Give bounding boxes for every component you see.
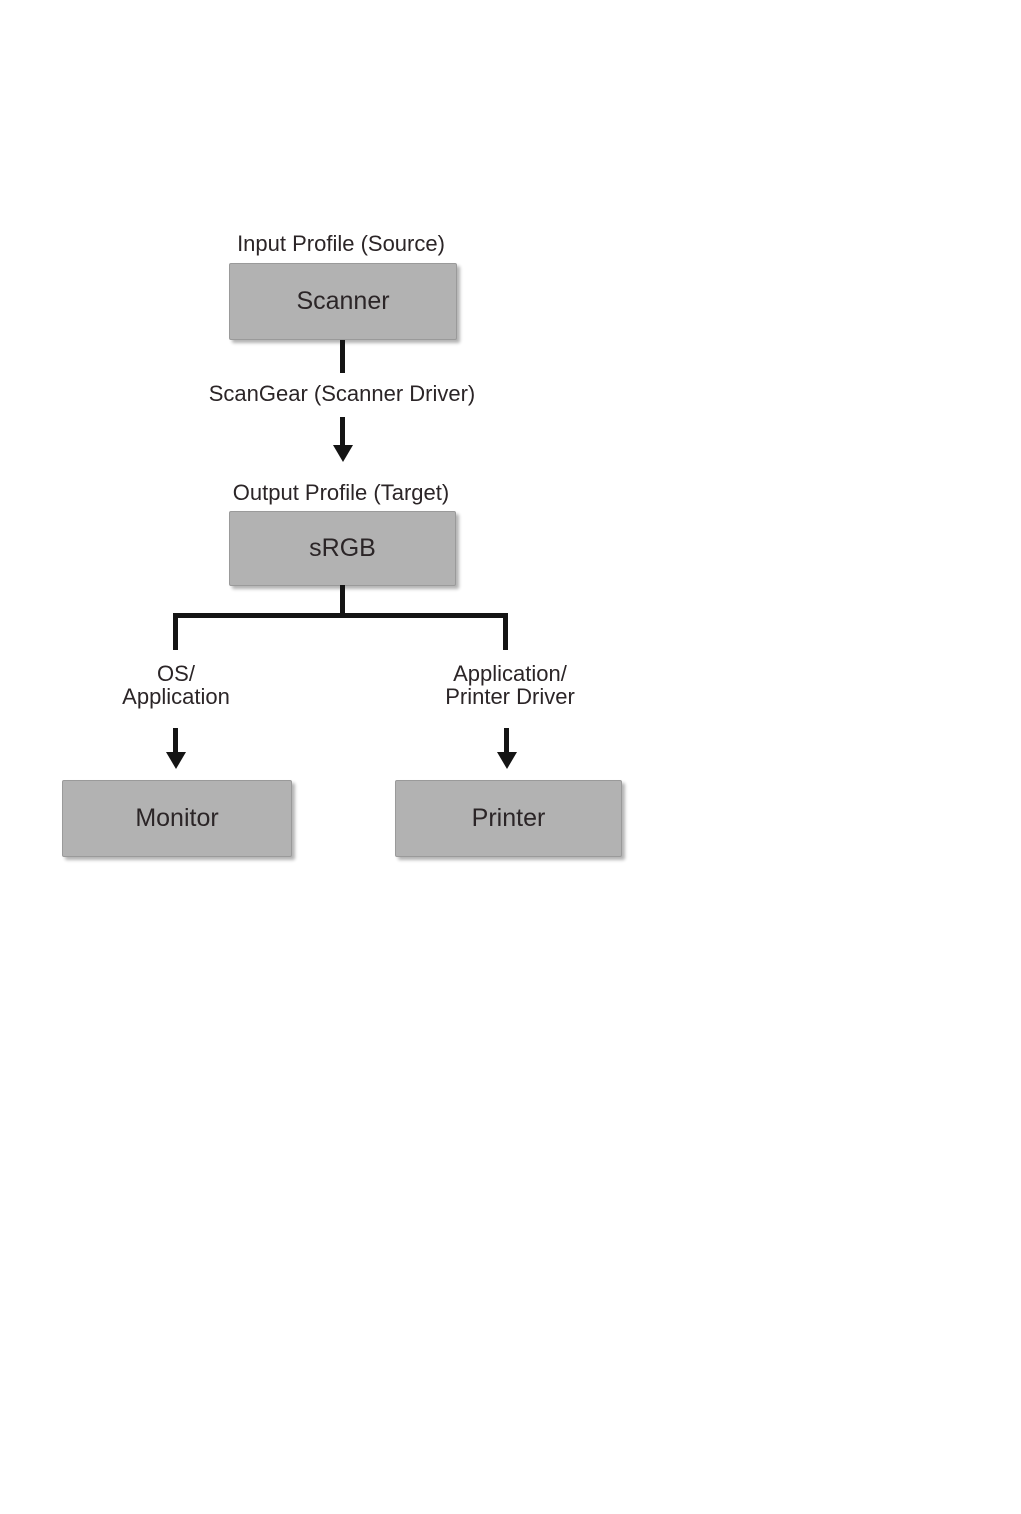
os-application-label-line2: Application	[122, 684, 230, 709]
application-printer-driver-label-line2: Printer Driver	[445, 684, 575, 709]
arrow-down-icon	[166, 752, 186, 769]
os-application-label: OS/ Application	[76, 662, 276, 708]
arrow-down-icon	[333, 445, 353, 462]
scanner-node: Scanner	[229, 263, 457, 340]
input-profile-source-label: Input Profile (Source)	[237, 231, 445, 256]
arrow-down-icon	[497, 752, 517, 769]
arrow-down-shaft-left	[173, 728, 178, 754]
printer-node: Printer	[395, 780, 622, 857]
arrow-down-shaft-right	[504, 728, 509, 754]
connector-branch-right-stub	[503, 613, 508, 650]
connector-branch-horizontal	[173, 613, 508, 618]
scangear-driver-label: ScanGear (Scanner Driver)	[208, 381, 476, 406]
application-printer-driver-label: Application/ Printer Driver	[410, 662, 610, 708]
os-application-label-line1: OS/	[157, 661, 195, 686]
application-printer-driver-label-line1: Application/	[453, 661, 567, 686]
connector-branch-left-stub	[173, 613, 178, 650]
printer-node-label: Printer	[471, 804, 546, 832]
arrow-down-shaft-middle	[340, 417, 345, 446]
monitor-node-label: Monitor	[135, 804, 219, 832]
scanner-node-label: Scanner	[296, 287, 390, 315]
srgb-node: sRGB	[229, 511, 456, 586]
monitor-node: Monitor	[62, 780, 292, 857]
connector-scanner-down	[340, 340, 345, 373]
output-profile-target-label: Output Profile (Target)	[232, 480, 450, 505]
srgb-node-label: sRGB	[309, 534, 376, 562]
connector-srgb-down	[340, 585, 345, 615]
